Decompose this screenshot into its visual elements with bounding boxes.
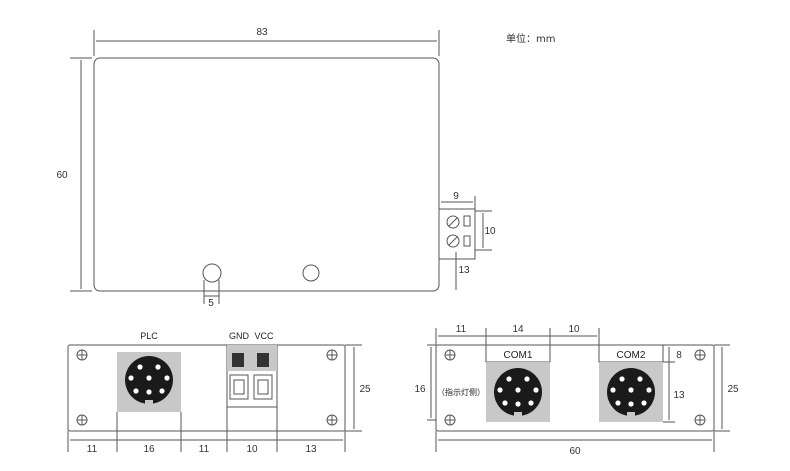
dim-back-top2: 14 bbox=[512, 324, 524, 335]
dim-front-seg3: 11 bbox=[199, 444, 210, 455]
com2-label: COM2 bbox=[617, 350, 646, 361]
dim-led-width: 5 bbox=[208, 298, 214, 309]
dim-top-height: 60 bbox=[56, 170, 68, 181]
unit-label: 单位：mm bbox=[506, 34, 556, 45]
plc-din-connector bbox=[125, 356, 173, 406]
back-screw-holes bbox=[445, 350, 705, 425]
dim-back-com-label-height: 8 bbox=[676, 350, 682, 361]
mount-hole bbox=[303, 265, 319, 281]
top-board-outline bbox=[94, 58, 439, 291]
dim-front-seg5: 13 bbox=[305, 444, 317, 455]
com1-label: COM1 bbox=[504, 350, 533, 361]
dim-back-top1: 11 bbox=[456, 324, 467, 335]
plc-label: PLC bbox=[140, 331, 158, 341]
dim-front-seg1: 11 bbox=[87, 444, 98, 455]
dim-back-width: 60 bbox=[569, 446, 581, 457]
indicator-side-label: （指示灯侧） bbox=[437, 387, 485, 397]
led-indicator bbox=[203, 264, 221, 282]
front-screw-holes bbox=[77, 350, 337, 425]
dim-front-seg4: 10 bbox=[246, 444, 258, 455]
dim-terminal-height: 10 bbox=[484, 226, 496, 237]
dim-back-com-height: 13 bbox=[673, 390, 685, 401]
front-view bbox=[68, 345, 362, 452]
front-panel-outline bbox=[68, 345, 345, 431]
vcc-label: VCC bbox=[254, 331, 274, 341]
dim-back-left-height: 16 bbox=[414, 384, 426, 395]
com1-din-connector bbox=[494, 368, 542, 418]
gnd-label: GND bbox=[229, 331, 250, 341]
dim-top-width: 83 bbox=[256, 27, 268, 38]
top-view bbox=[70, 30, 492, 304]
dim-front-seg2: 16 bbox=[143, 444, 155, 455]
dim-back-top3: 10 bbox=[568, 324, 580, 335]
dim-back-height: 25 bbox=[727, 384, 739, 395]
dim-front-height: 25 bbox=[359, 384, 371, 395]
dim-terminal-width: 9 bbox=[453, 191, 459, 202]
dim-terminal-offset: 13 bbox=[458, 265, 470, 276]
back-panel-outline bbox=[436, 345, 714, 431]
com2-din-connector bbox=[607, 368, 655, 418]
top-terminal-block bbox=[439, 209, 475, 259]
